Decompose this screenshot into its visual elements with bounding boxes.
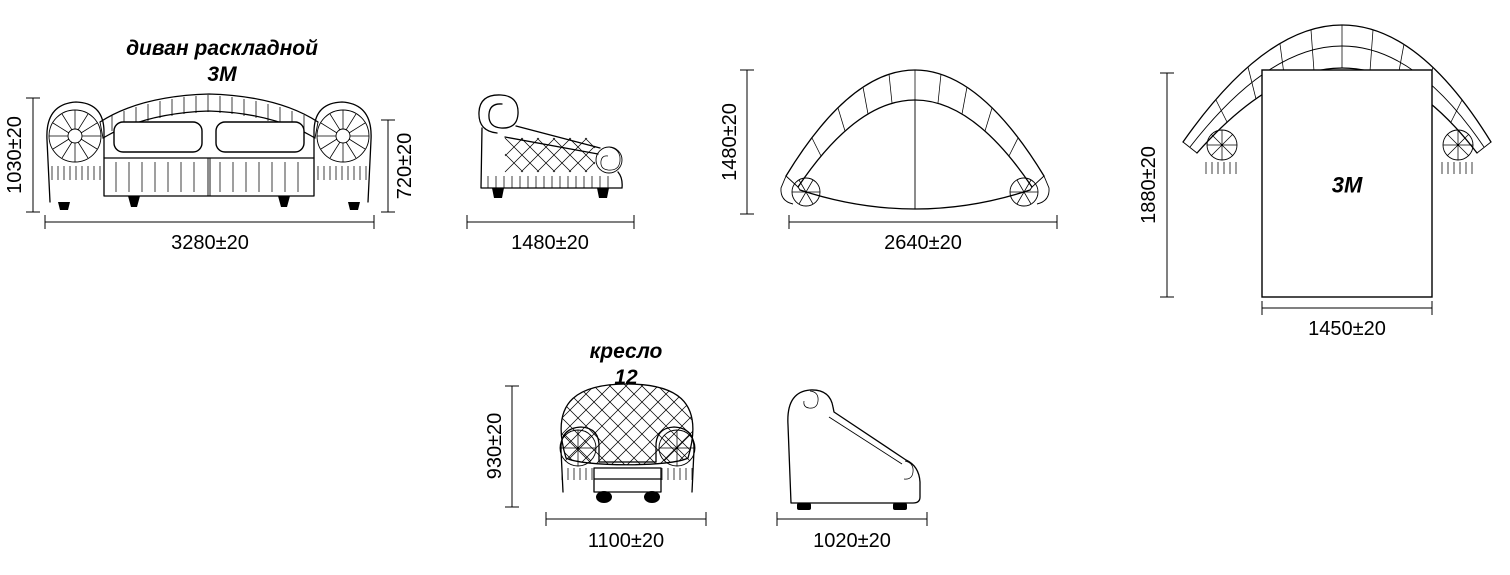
dim-armchair-height-label: 930±20 — [484, 413, 506, 480]
left-arm-fringe — [51, 166, 101, 180]
pillow-right — [215, 121, 305, 153]
armchair-side-foot-left — [797, 503, 811, 510]
armchair-side-foot-right — [893, 503, 907, 510]
dim-armchair-width-label: 1100±20 — [588, 530, 664, 552]
top-back-segments — [811, 70, 1019, 157]
dim-unfolded-length: 1880±20 — [1138, 72, 1174, 298]
dim-sofa-top-depth: 1480±20 — [719, 69, 754, 215]
skirt-pleats — [115, 162, 299, 192]
dim-armchair-height: 930±20 — [484, 385, 519, 508]
dim-armchair-side-depth-label: 1020±20 — [813, 530, 891, 552]
armchair-title-line1: кресло — [590, 340, 663, 363]
side-back-scroll — [478, 94, 519, 134]
side-arm-scroll — [595, 146, 623, 174]
dim-sofa-backrest-height-label: 720±20 — [394, 133, 416, 200]
sofa-front-view — [46, 93, 372, 210]
side-front-scroll — [903, 460, 914, 480]
sofa-unfolded-view: 3М — [1182, 24, 1492, 298]
sofa-side-view — [478, 94, 623, 198]
bed-rectangle — [1261, 69, 1433, 298]
armchair-side-view — [787, 389, 921, 510]
armchair-left-arm-fringe — [561, 468, 593, 480]
side-lacing — [504, 137, 596, 173]
side-back-knob — [803, 390, 819, 409]
dim-unfolded-width-label: 1450±20 — [1308, 318, 1386, 340]
dim-armchair-side-depth: 1020±20 — [776, 512, 928, 552]
dim-sofa-front-width-label: 3280±20 — [171, 232, 249, 254]
sofa-top-view — [780, 69, 1050, 210]
dim-unfolded-length-label: 1880±20 — [1138, 146, 1160, 224]
armchair-front-view — [559, 383, 696, 503]
sofa-title-line2: 3М — [207, 63, 237, 86]
armchair-back — [560, 383, 694, 466]
side-fringe — [487, 176, 609, 188]
unfolded-left-arm-fringe — [1205, 162, 1237, 174]
pillow-left — [113, 121, 203, 153]
dim-sofa-backrest-height: 720±20 — [381, 119, 416, 213]
dim-unfolded-width: 1450±20 — [1261, 301, 1433, 340]
unfolded-right-arm-fringe — [1441, 162, 1473, 174]
sofa-side-feet — [492, 188, 609, 198]
dim-sofa-side-depth: 1480±20 — [466, 215, 635, 254]
dim-sofa-front-height: 1030±20 — [4, 97, 40, 213]
dim-sofa-top-width: 2640±20 — [788, 215, 1058, 254]
armchair-front-foot-left — [596, 491, 612, 503]
armchair-front-foot-right — [644, 491, 660, 503]
dim-sofa-top-width-label: 2640±20 — [884, 232, 962, 254]
dim-sofa-top-depth-label: 1480±20 — [719, 103, 741, 181]
armchair-right-arm-fringe — [661, 468, 693, 480]
armchair-tufting — [561, 384, 693, 465]
dim-sofa-front-width: 3280±20 — [44, 215, 375, 254]
dim-sofa-side-depth-label: 1480±20 — [511, 232, 589, 254]
dim-sofa-front-height-label: 1030±20 — [4, 116, 26, 194]
back-pleats — [111, 95, 305, 131]
dim-armchair-width: 1100±20 — [545, 512, 707, 552]
sofa-title-line1: диван раскладной — [126, 37, 318, 60]
armchair-title-line2: 12 — [614, 366, 638, 389]
sofa-front-feet — [58, 196, 360, 210]
right-arm-fringe — [317, 166, 367, 180]
bed-label: 3М — [1332, 173, 1363, 198]
